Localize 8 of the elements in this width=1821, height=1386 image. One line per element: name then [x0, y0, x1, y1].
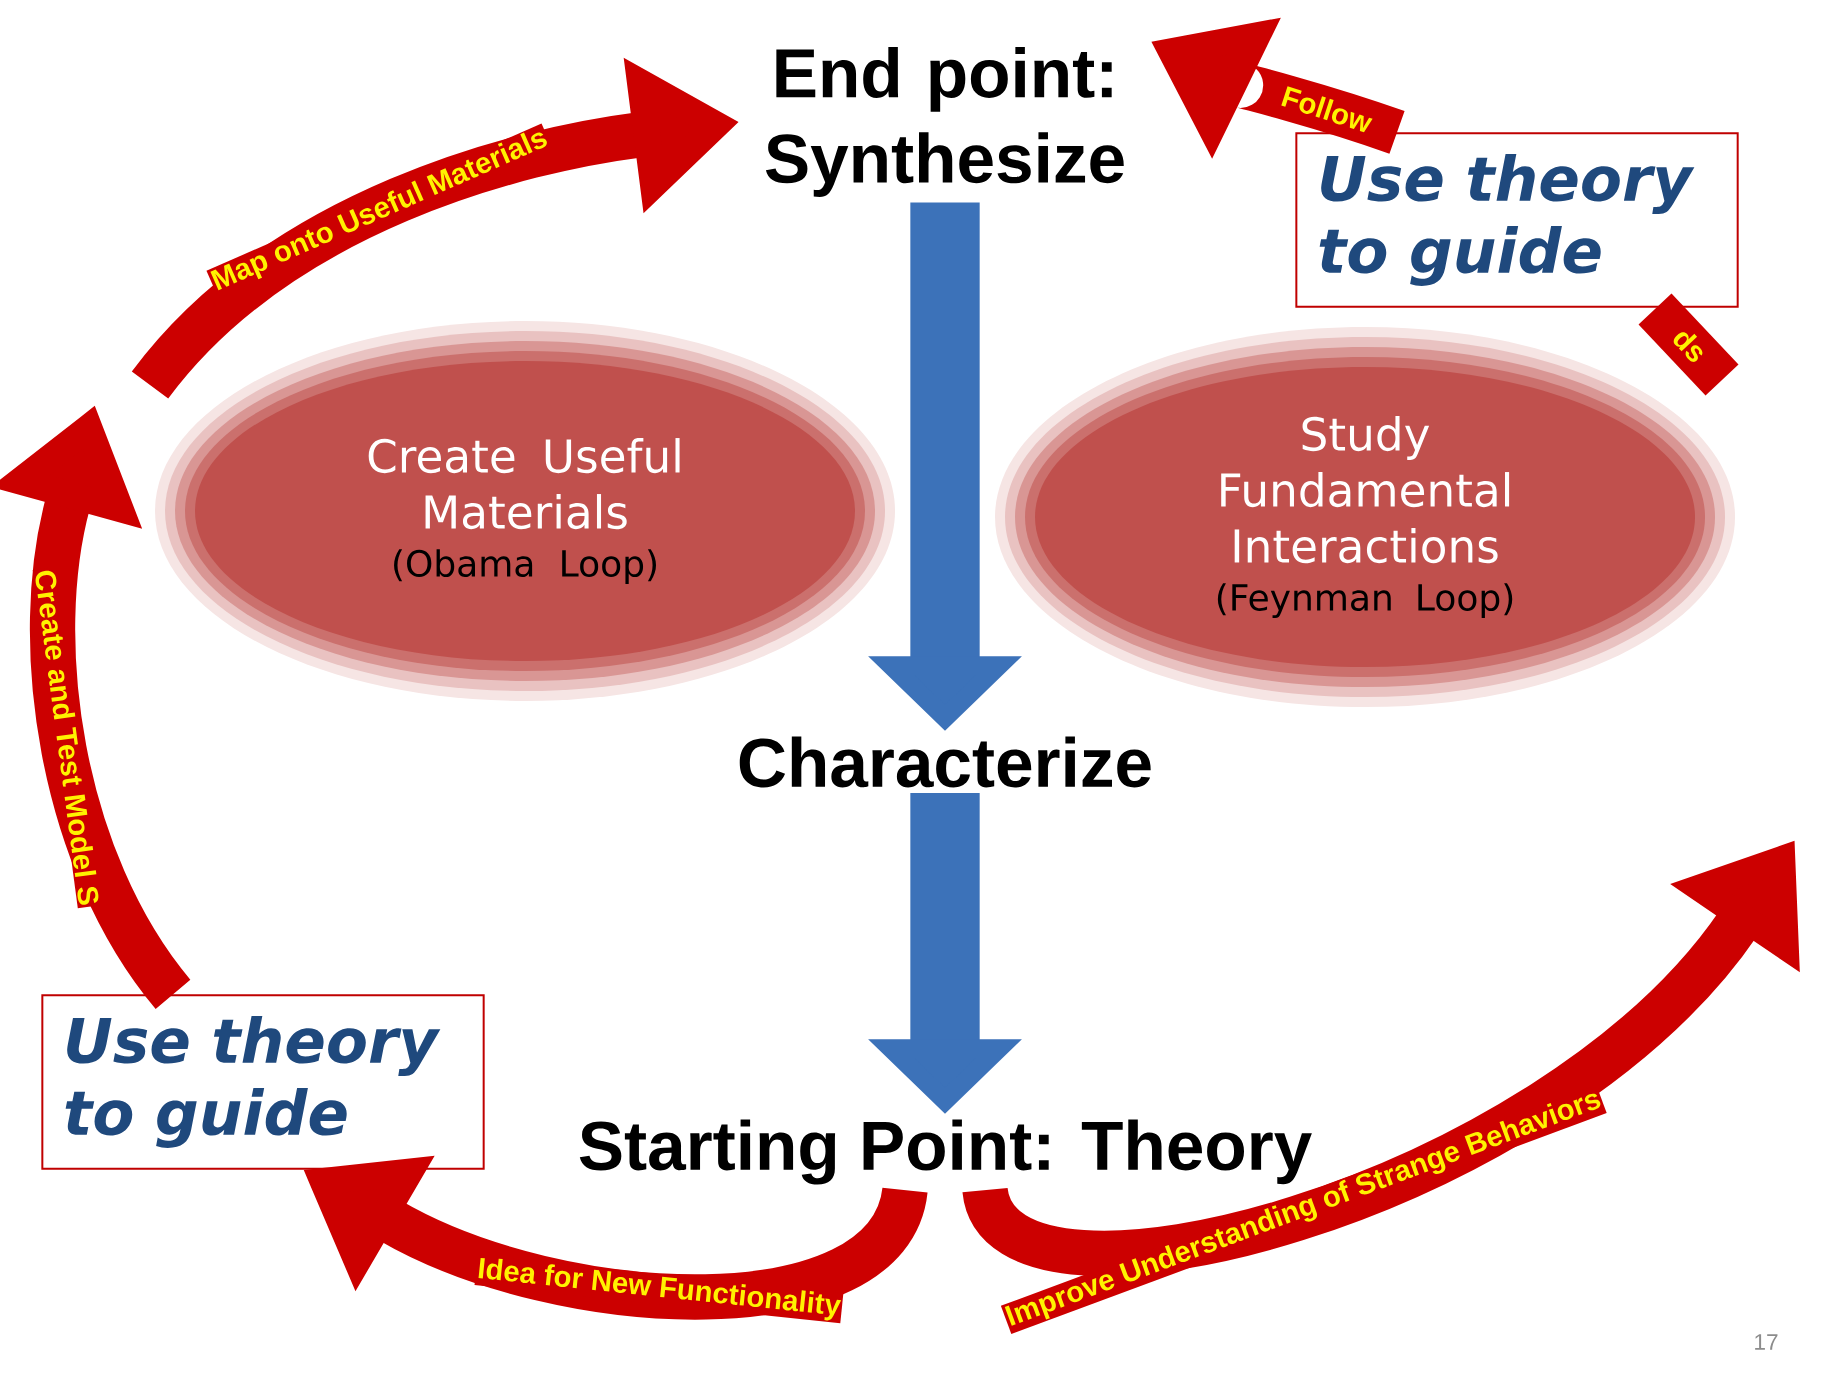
- text-box: Use theory to guide: [1295, 132, 1739, 308]
- page-number: 17: [1755, 1334, 1778, 1350]
- ribbon-text: ds: [1673, 332, 1703, 362]
- heading: End point: Synthesize: [765, 47, 1124, 197]
- heading: Characterize: [739, 736, 1151, 788]
- text-box: Use theory to guide: [41, 994, 485, 1170]
- edge-label: Create and Test Model S: [32, 566, 102, 909]
- edge-label: Idea for New Functionality: [474, 1255, 844, 1324]
